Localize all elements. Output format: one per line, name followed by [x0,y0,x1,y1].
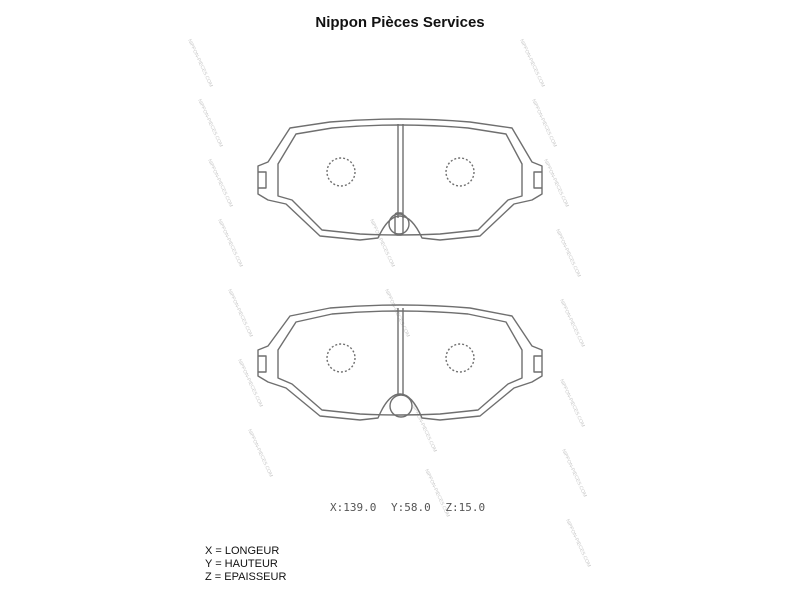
dimension-x: X:139.0 [330,501,377,514]
watermark-text: NIPPON-PIECES.COM [206,158,234,208]
backing-plate-hole [389,394,413,418]
watermark-text: NIPPON-PIECES.COM [558,298,586,348]
dimension-legend: X = LONGEUR Y = HAUTEUR Z = EPAISSEUR [205,545,286,584]
legend-item-y: Y = HAUTEUR [205,558,278,570]
watermark-text: NIPPON-PIECES.COM [554,228,582,278]
watermark-text: NIPPON-PIECES.COM [542,158,570,208]
watermark: NIPPON-PIECES.COM NIPPON-PIECES.COM NIPP… [186,38,592,568]
mounting-hole-left [326,343,356,373]
ear-left [258,355,267,373]
wear-indicator [388,213,410,235]
friction-outline [277,124,523,236]
watermark-text: NIPPON-PIECES.COM [216,218,244,268]
watermark-text: NIPPON-PIECES.COM [530,98,558,148]
dimension-z: Z:15.0 [445,501,486,514]
watermark-text: NIPPON-PIECES.COM [558,378,586,428]
watermark-text: NIPPON-PIECES.COM [560,448,588,498]
watermark-text: NIPPON-PIECES.COM [368,218,396,268]
brake-pad-top [257,118,543,241]
friction-outline [277,310,523,416]
pad-outline [257,118,543,241]
ear-left [258,171,267,189]
legend-item-z: Z = EPAISSEUR [205,571,287,583]
watermark-text: NIPPON-PIECES.COM [196,98,224,148]
watermark-text: NIPPON-PIECES.COM [518,38,546,88]
watermark-text: NIPPON-PIECES.COM [383,288,411,338]
legend-item-x: X = LONGEUR [205,545,280,557]
watermark-text: NIPPON-PIECES.COM [186,38,214,88]
dimension-y: Y:58.0 [390,501,431,514]
watermark-text: NIPPON-PIECES.COM [226,288,254,338]
page-title: Nippon Pièces Services [315,14,485,31]
brake-pad-bottom [257,304,543,421]
ear-right [533,355,542,373]
dimensions-readout: X:139.0 Y:58.0 Z:15.0 [330,501,493,514]
watermark-text: NIPPON-PIECES.COM [564,518,592,568]
wear-indicator-tab [394,212,404,236]
mounting-hole-left [326,157,356,187]
watermark-text: NIPPON-PIECES.COM [246,428,274,478]
watermark-text: NIPPON-PIECES.COM [410,403,438,453]
mounting-hole-right [445,343,475,373]
ear-right [533,171,542,189]
mounting-hole-right [445,157,475,187]
pad-outline [257,304,543,421]
watermark-text: NIPPON-PIECES.COM [236,358,264,408]
